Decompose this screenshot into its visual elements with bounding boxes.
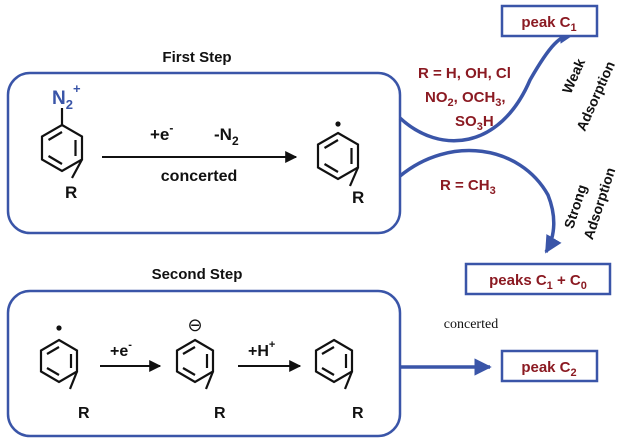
proton-reagent: +H+ [248, 339, 275, 360]
second-step-electron-reagent: +e- [110, 339, 132, 360]
weak-adsorption-arrow [398, 26, 577, 143]
nitrogen-loss: -N2 [214, 125, 239, 148]
second-step-substituent-3: R [352, 405, 364, 422]
first-step-box [6, 71, 402, 235]
weak-substituents-line1: R = H, OH, Cl [418, 65, 511, 82]
weak-substituents-line2: NO2, OCH3, [425, 89, 506, 109]
first-step-mode: concerted [161, 168, 237, 185]
peak-c1-c0-label: peaks C1 + C0 [489, 272, 587, 292]
second-step-title: Second Step [152, 266, 243, 283]
peak-c1-box [500, 4, 599, 38]
radical-dot [335, 121, 341, 127]
peak-c2-box [500, 349, 599, 383]
first-step-title: First Step [162, 49, 231, 66]
second-step-substituent-1: R [78, 405, 90, 422]
second-step-box [6, 289, 402, 438]
aryl-radical-ring [316, 131, 360, 187]
diazonium-benzene-ring [40, 108, 84, 179]
strong-adsorption-label: Adsorption [580, 165, 618, 241]
diazonium-group: N2+ [52, 81, 81, 112]
second-step-radical-ring [39, 338, 79, 390]
peak-c2-label: peak C2 [521, 359, 576, 379]
second-step-mode: concerted [444, 317, 498, 332]
electron-reagent: +e- [150, 121, 173, 144]
anion-charge: ⊖ [187, 315, 202, 336]
radical-substituent: R [352, 188, 364, 207]
diazonium-substituent: R [65, 183, 77, 202]
strong-substituents: R = CH3 [440, 177, 496, 197]
arene-product-ring [314, 338, 354, 390]
second-step-radical-dot [56, 325, 62, 331]
aryl-anion-ring [175, 338, 215, 390]
strong-adsorption-arrow [398, 148, 562, 254]
weak-label: Weak [559, 56, 588, 96]
peak-c1-label: peak C1 [521, 14, 576, 34]
peak-c1-c0-box [464, 262, 612, 296]
weak-substituents-line3: SO3H [455, 113, 494, 133]
second-step-substituent-2: R [214, 405, 226, 422]
